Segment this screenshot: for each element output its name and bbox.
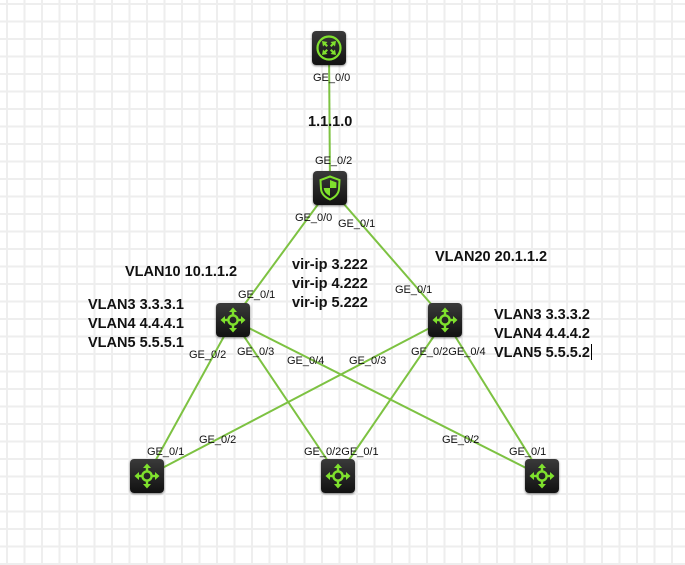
router-icon [316, 35, 342, 61]
port-label-a3-ge01: GE_0/1 [509, 446, 547, 458]
core-right-vlan-list[interactable]: VLAN3 3.3.3.2 VLAN4 4.4.4.2 VLAN5 5.5.5.… [494, 306, 592, 363]
vlan-entry-editing[interactable]: VLAN5 5.5.5.2 [494, 344, 592, 363]
port-label-a1-ge01: GE_0/1 [147, 446, 185, 458]
wan-subnet-label: 1.1.1.0 [308, 114, 353, 130]
shield-icon [319, 175, 341, 201]
port-label-a1-ge02: GE_0/2 [199, 434, 237, 446]
core-left-vlan-list: VLAN3 3.3.3.1 VLAN4 4.4.4.1 VLAN5 5.5.5.… [88, 296, 184, 353]
link-core-left-access-3[interactable] [232, 319, 543, 477]
vlan-entry: VLAN4 4.4.4.1 [88, 316, 184, 332]
link-core-left-access-2[interactable] [232, 319, 339, 477]
vir-ip-entry: vir-ip 4.222 [292, 276, 368, 292]
l3-switch-icon [432, 307, 458, 333]
link-core-right-access-3[interactable] [444, 319, 543, 477]
vir-ip-entry: vir-ip 3.222 [292, 257, 368, 273]
link-firewall-core-left[interactable] [232, 187, 331, 321]
vlan-entry: VLAN3 3.3.3.1 [88, 297, 184, 313]
core-switch-right[interactable] [428, 303, 462, 337]
port-label-cr-ge03: GE_0/3 [349, 355, 387, 367]
port-label-cr-ge01: GE_0/1 [395, 284, 433, 296]
link-router-firewall[interactable] [328, 47, 331, 189]
l3-switch-icon [529, 463, 555, 489]
port-label-cr-ge02-ge04: GE_0/2GE_0/4 [411, 346, 486, 358]
port-label-cl-ge04: GE_0/4 [287, 355, 325, 367]
firewall-device[interactable] [313, 171, 347, 205]
l3-switch-icon [134, 463, 160, 489]
virtual-ip-list: vir-ip 3.222 vir-ip 4.222 vir-ip 5.222 [292, 256, 368, 313]
port-label-fw-ge01: GE_0/1 [338, 218, 376, 230]
port-label-cl-ge02: GE_0/2 [189, 349, 227, 361]
link-core-right-access-2[interactable] [337, 319, 446, 477]
port-label-a3-ge02: GE_0/2 [442, 434, 480, 446]
l3-switch-icon [220, 307, 246, 333]
router-device[interactable] [312, 31, 346, 65]
link-core-right-access-1[interactable] [146, 319, 446, 477]
link-firewall-core-right[interactable] [329, 187, 446, 321]
port-label-cl-ge03: GE_0/3 [237, 346, 275, 358]
l3-switch-icon [325, 463, 351, 489]
access-switch-3[interactable] [525, 459, 559, 493]
text-caret [590, 344, 592, 360]
port-label-fw-ge00: GE_0/0 [295, 212, 333, 224]
vir-ip-entry: vir-ip 5.222 [292, 295, 368, 311]
vlan-entry: VLAN3 3.3.3.2 [494, 307, 590, 323]
access-switch-1[interactable] [130, 459, 164, 493]
core-switch-left[interactable] [216, 303, 250, 337]
port-label-cl-ge01: GE_0/1 [238, 289, 276, 301]
vlan-entry: VLAN5 5.5.5.1 [88, 335, 184, 351]
vlan-entry: VLAN4 4.4.4.2 [494, 326, 590, 342]
core-left-uplink-label: VLAN10 10.1.1.2 [125, 264, 238, 280]
vlan-entry-text[interactable]: VLAN5 5.5.5.2 [494, 345, 590, 361]
port-label-a2-ge02-ge01: GE_0/2GE_0/1 [304, 446, 379, 458]
port-label-fw-ge02: GE_0/2 [315, 155, 353, 167]
port-label-router-ge00: GE_0/0 [313, 72, 351, 84]
access-switch-2[interactable] [321, 459, 355, 493]
link-core-left-access-1[interactable] [146, 319, 234, 477]
core-right-uplink-label: VLAN20 20.1.1.2 [435, 249, 548, 265]
